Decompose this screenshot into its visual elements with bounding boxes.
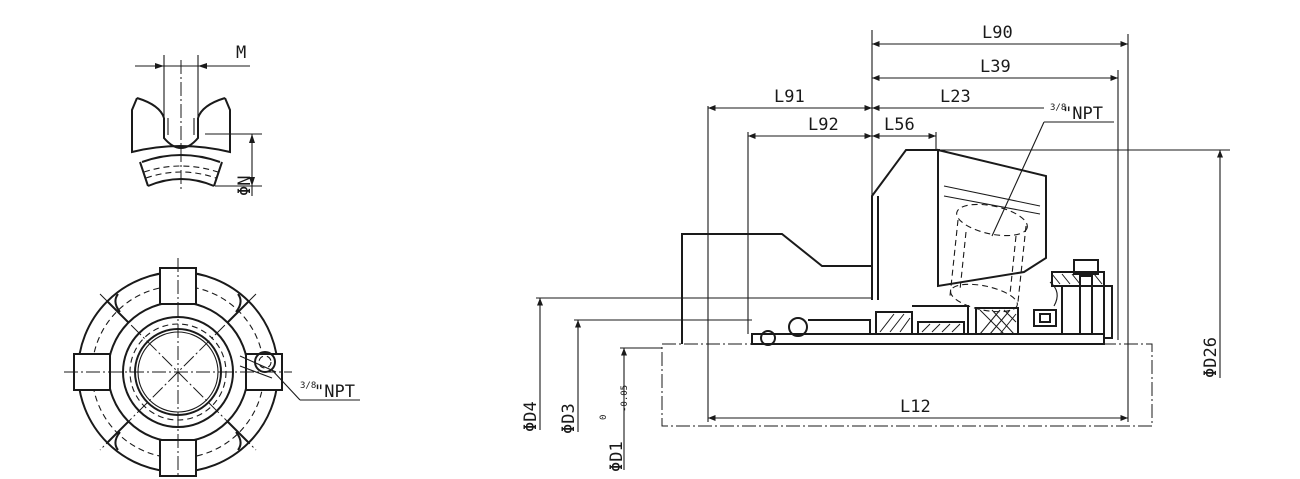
- seal-hatch: [879, 309, 1017, 335]
- dim-dn-label: ΦN: [235, 176, 255, 196]
- dim-l12-label: L12: [900, 397, 931, 417]
- section-view: L90 L39 L91 L23 L92 L56 L12 3/8 "NPT ΦD2…: [521, 23, 1230, 472]
- dim-l56-label: L56: [884, 115, 915, 135]
- end-view: 3/8 "NPT: [64, 258, 360, 477]
- dim-d4-label: ΦD4: [521, 401, 541, 432]
- dim-d1-tol-upper: 0: [599, 415, 609, 420]
- npt-right-label: "NPT: [1062, 104, 1103, 124]
- dim-d26-label: ΦD26: [1201, 337, 1221, 378]
- dim-d1-label: ΦD1: [607, 441, 627, 472]
- dim-l92-label: L92: [808, 115, 839, 135]
- dim-l91-label: L91: [774, 87, 805, 107]
- npt-right-fraction: 3/8: [1050, 103, 1066, 113]
- dim-d3-label: ΦD3: [559, 403, 579, 434]
- notch-detail-view: M ΦN: [131, 43, 262, 196]
- dim-m-label: M: [236, 43, 246, 63]
- npt-left-label: "NPT: [314, 382, 355, 402]
- dim-l23-label: L23: [940, 87, 971, 107]
- npt-left-fraction: 3/8: [300, 381, 316, 391]
- dim-d1-tol-lower: -0.05: [620, 385, 630, 412]
- dim-l39-label: L39: [980, 57, 1011, 77]
- dim-l90-label: L90: [982, 23, 1013, 43]
